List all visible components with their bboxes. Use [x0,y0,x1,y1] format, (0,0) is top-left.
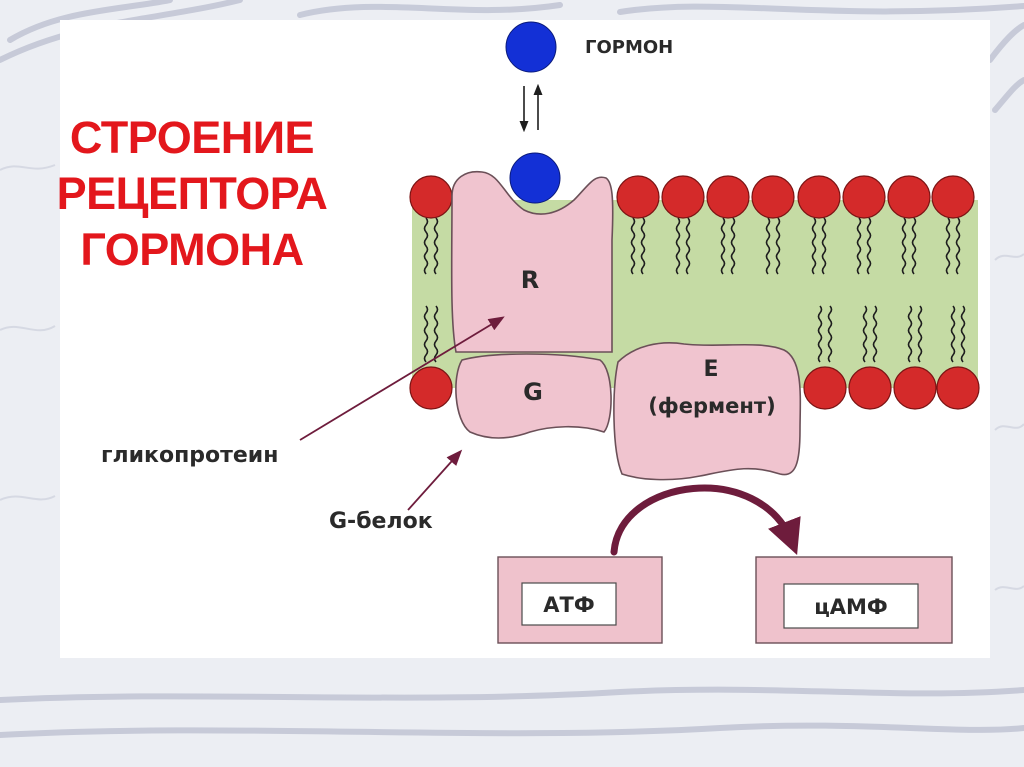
hormone-free-molecule [505,21,557,73]
lipid-tail [811,217,817,275]
lipid-tail [917,305,923,363]
lipid-head [797,175,841,219]
lipid-head [409,366,453,410]
enzyme-label: E [703,357,718,382]
title-line-3: ГОРМОНА [80,224,304,275]
lipid-tail [856,217,862,275]
lipid-head [706,175,750,219]
lipid-tail [827,305,833,363]
lipid-tail [765,217,771,275]
lipid-head [931,175,975,219]
lipid-tail [907,305,913,363]
lipid-tail [775,217,781,275]
lipid-tail [872,305,878,363]
lipid-tail [675,217,681,275]
lipid-tail [423,305,429,363]
lipid-tail [640,217,646,275]
glycoprotein-pointer [299,316,505,441]
slide-title: СТРОЕНИЕ РЕЦЕПТОРА ГОРМОНА [32,110,352,278]
lipid-head [616,175,660,219]
camp-label-frame [783,583,919,629]
atp-label-frame [521,582,617,626]
lipid-head [803,366,847,410]
lipid-head [887,175,931,219]
hormone-label: ГОРМОН [585,37,673,58]
lipid-tail [433,217,439,275]
lipid-head [848,366,892,410]
g-protein [455,353,612,439]
lipid-tail [433,305,439,363]
atp-label: АТФ [543,593,594,617]
lipid-tail [950,305,956,363]
lipid-tail [817,305,823,363]
receptor-label: R [521,266,539,294]
lipid-heads [409,175,980,410]
lipid-tail [901,217,907,275]
lipid-head [751,175,795,219]
lipid-tail [630,217,636,275]
lipid-head [893,366,937,410]
lipid-tail [862,305,868,363]
glycoprotein-label: гликопротеин [101,443,278,468]
lipid-tail [423,217,429,275]
enzyme-protein [613,342,802,481]
lipid-tail [821,217,827,275]
lipid-tail [730,217,736,275]
receptor-protein [450,170,614,353]
lipid-tail [960,305,966,363]
lipid-head [936,366,980,410]
g-protein-pointer [407,449,463,511]
lipid-tail [955,217,961,275]
lipid-head [842,175,886,219]
title-line-2: РЕЦЕПТОРА [56,168,328,219]
conversion-arrow [610,484,801,556]
hormone-bound-molecule [509,152,561,204]
lipid-head [409,175,453,219]
lipid-head [661,175,705,219]
lipid-tail [720,217,726,275]
title-line-1: СТРОЕНИЕ [69,112,315,163]
g-protein-label: G [523,378,543,406]
lipid-tail [911,217,917,275]
lipid-tail [945,217,951,275]
camp-label: цАМФ [814,595,888,619]
lipid-tails [423,217,966,363]
lipid-tail [866,217,872,275]
enzyme-caption: (фермент) [648,394,775,418]
lipid-tail [685,217,691,275]
g-protein-callout: G-белок [329,509,433,534]
